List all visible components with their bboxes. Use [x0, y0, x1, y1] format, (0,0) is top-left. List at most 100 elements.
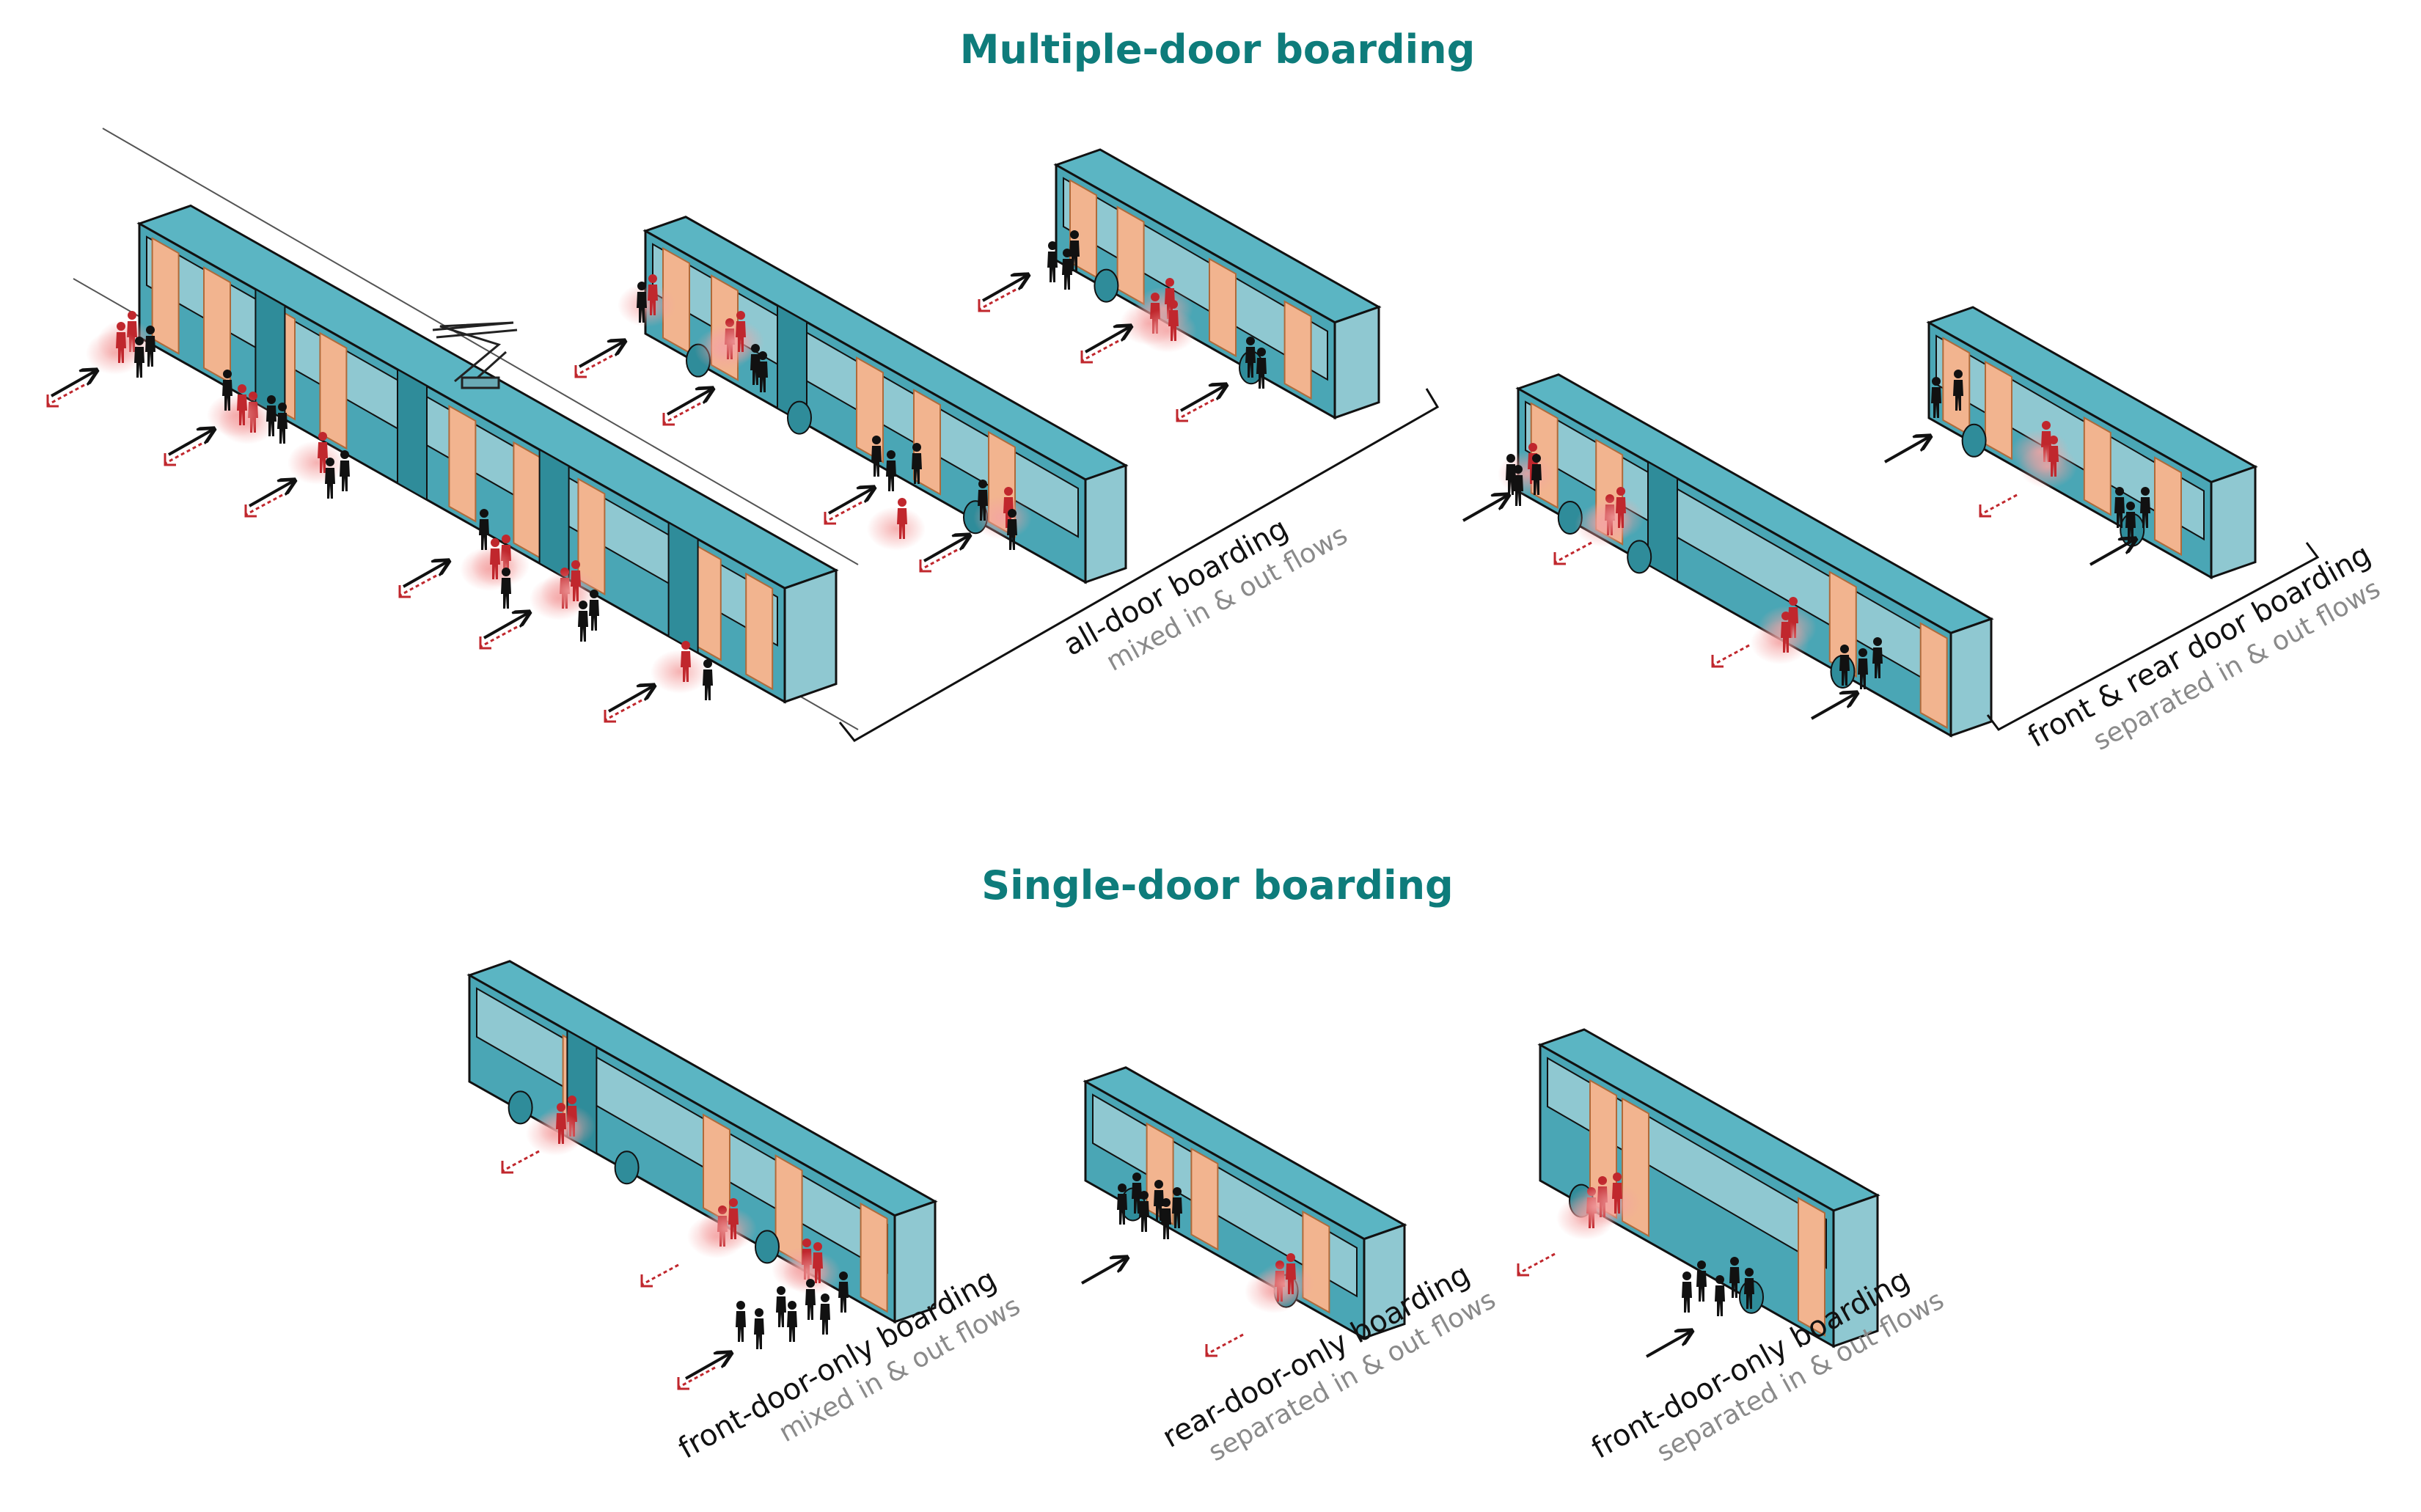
boarding-passenger-49	[1172, 1187, 1182, 1228]
boarding-passenger-54	[1744, 1268, 1754, 1309]
alighting-arrow-13	[1176, 398, 1215, 421]
boarding-arrow-10	[923, 536, 968, 562]
alighting-only-arrow-7	[1517, 1252, 1556, 1277]
alighting-arrowhead-2	[164, 453, 176, 466]
boarding-passenger-46	[1139, 1191, 1149, 1232]
alighting-arrowhead-4	[398, 585, 411, 598]
alighting-arrowhead-12	[1080, 351, 1093, 364]
bus-articulated-right-joint-1	[1647, 460, 1678, 583]
alighting-passenger-25	[2048, 436, 2059, 477]
alighting-passenger-glow-2	[86, 331, 144, 375]
multiple-door-title: Multiple-door boarding	[960, 26, 1476, 73]
alighting-passenger-29	[728, 1198, 739, 1239]
tram-joint-4	[667, 521, 699, 655]
alighting-arrowhead-8	[662, 413, 675, 426]
boarding-passenger-17	[886, 450, 896, 491]
alighting-arrowhead-11	[978, 299, 990, 312]
boarding-arrow-8	[667, 389, 711, 416]
boarding-only-arrow-6	[1646, 1332, 1691, 1358]
alighting-arrow-2	[164, 442, 202, 465]
boarding-passenger-11	[578, 601, 588, 642]
alighting-passenger-glow-14	[867, 507, 926, 551]
alighting-arrowhead-6	[604, 710, 616, 723]
bus-articulated-bottom-wheel-1	[508, 1090, 533, 1125]
tram-joint-2	[397, 368, 428, 502]
boarding-arrow-6	[608, 686, 653, 713]
alighting-passenger-glow-36	[1582, 1181, 1641, 1225]
pantograph	[432, 321, 518, 389]
flow-arrow-pair-3	[244, 481, 293, 518]
bus-articulated-right-door-3	[1828, 570, 1857, 678]
alighting-arrow-6	[604, 699, 642, 722]
flow-arrow-pair-2	[164, 430, 213, 466]
bus-rigid-right-front	[2210, 465, 2257, 579]
alighting-arrowhead-1	[46, 394, 59, 408]
flow-arrows-layer	[46, 276, 2134, 1390]
alighting-arrowhead-5	[479, 636, 491, 650]
boarding-passenger-6	[325, 458, 335, 499]
alighting-arrow-5	[480, 625, 518, 648]
flow-arrow-pair-11	[978, 276, 1027, 312]
boarding-arrow-3	[249, 481, 293, 507]
flow-arrow-pair-7	[574, 342, 623, 378]
bus-rigid-right-wheel-1	[1961, 423, 1987, 458]
tram-door-1	[151, 237, 180, 356]
alighting-passenger-glow-21	[1586, 496, 1644, 540]
boarding-passenger-23	[1069, 230, 1080, 271]
alighting-passenger-glow-33	[1256, 1262, 1314, 1306]
alighting-arrow-8	[663, 402, 701, 425]
bus-articulated-right-door-4	[1919, 622, 1948, 730]
boarding-passenger-42	[820, 1293, 830, 1335]
vehicles-layer	[136, 148, 2258, 1348]
boarding-passenger-32	[2125, 502, 2136, 543]
bus-articulated-bottom-door-4	[860, 1202, 888, 1313]
alighting-only-arrow-5	[640, 1263, 679, 1288]
boarding-passenger-31	[2114, 487, 2125, 528]
passengers-layer	[86, 230, 2150, 1349]
boarding-passenger-41	[805, 1279, 816, 1320]
alighting-only-arrow-3	[1979, 493, 2018, 518]
boarding-passenger-28	[1531, 454, 1542, 495]
alighting-arrow-7	[575, 354, 613, 377]
bus-articulated-right-windows	[1525, 400, 1944, 692]
boarding-arrow-11	[982, 276, 1027, 302]
tram-door-4	[319, 331, 348, 450]
bus-double-bottom-right-front	[1832, 1193, 1879, 1348]
alighting-arrowhead-13	[1176, 409, 1188, 422]
alighting-passenger-glow-15	[973, 496, 1032, 540]
boarding-passenger-16	[871, 436, 882, 477]
alighting-passenger-glow-27	[526, 1112, 585, 1156]
tram-door-9	[745, 572, 774, 691]
boarding-passenger-24	[1245, 337, 1256, 378]
boarding-passenger-36	[1872, 637, 1883, 678]
bus-articulated-top-front	[1084, 463, 1127, 584]
alighting-passenger-10	[681, 641, 691, 682]
boarding-passenger-8	[479, 509, 489, 550]
alighting-passenger-glow-31	[783, 1251, 841, 1295]
alighting-passenger-31	[813, 1242, 823, 1283]
front-rear-bracket	[1986, 542, 2320, 731]
bus-double-bottom-right	[1537, 1028, 1880, 1348]
alighting-arrow-11	[978, 288, 1017, 311]
alighting-only-arrow-8	[677, 1366, 716, 1390]
tram-joint-3	[538, 448, 570, 581]
boarding-passenger-4	[266, 395, 276, 436]
alighting-passenger-glow-23	[1751, 620, 1809, 664]
boarding-passenger-18	[912, 443, 922, 484]
boarding-arrow-1	[51, 371, 95, 397]
boarding-arrow-5	[483, 613, 528, 639]
boarding-arrow-12	[1085, 327, 1129, 353]
boarding-passenger-7	[340, 450, 350, 491]
boarding-only-arrow-2	[1811, 694, 1856, 720]
boarding-arrow-7	[579, 342, 623, 368]
bus-rigid-top	[1053, 148, 1382, 420]
bus-articulated-bottom-front	[893, 1200, 937, 1324]
alighting-passenger-glow-29	[698, 1207, 757, 1251]
boarding-passenger-19	[978, 480, 988, 521]
boarding-passenger-38	[754, 1308, 764, 1349]
bus-articulated-right-front	[1949, 617, 1993, 738]
alighting-only-arrow-2	[1711, 644, 1750, 668]
alighting-arrowhead-3	[244, 504, 257, 518]
all-door-bracket	[838, 388, 1440, 742]
